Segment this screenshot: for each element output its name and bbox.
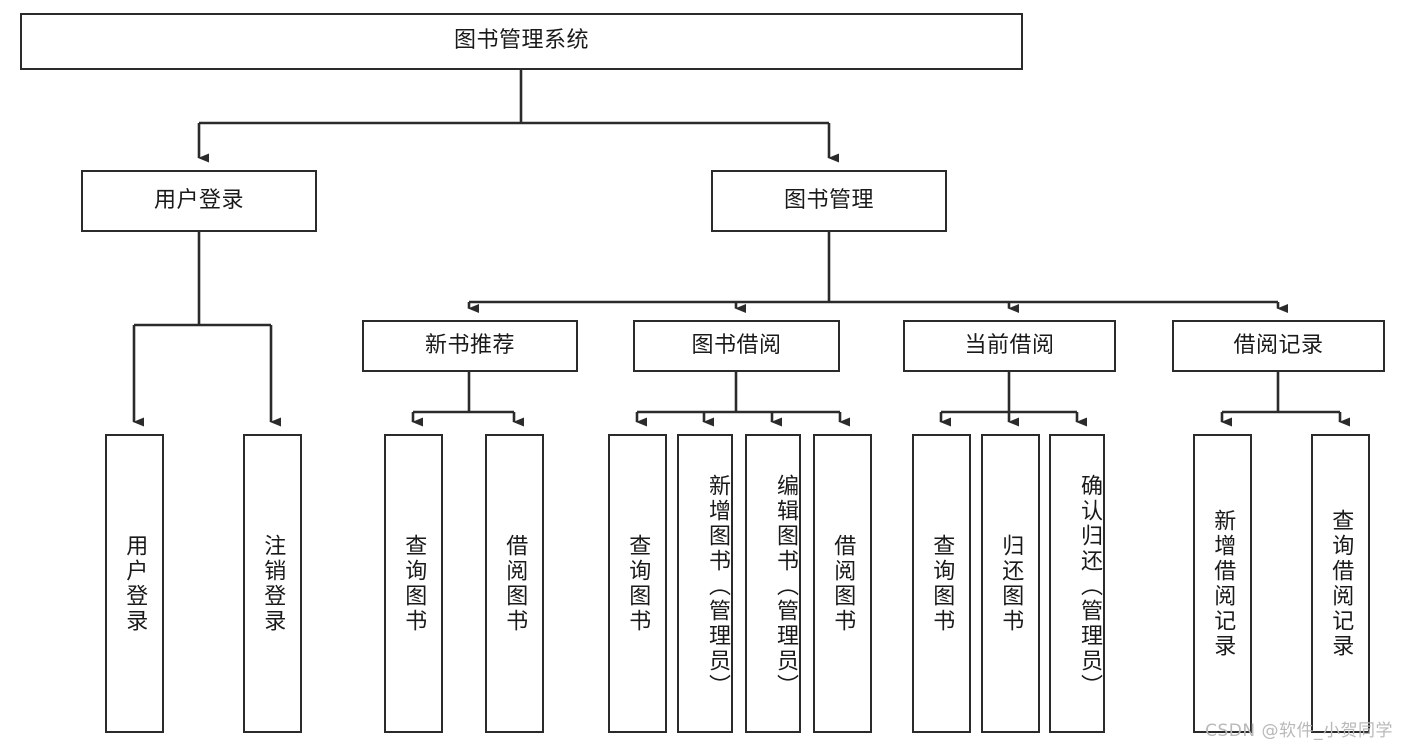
node-user-login[interactable]: 用户登录 [81,170,317,232]
node-book-management[interactable]: 图书管理 [711,170,947,232]
node-label: 图书管理 [783,187,874,213]
node-label: 查询借阅记录 [1328,508,1354,659]
leaf-borrow-record-add-record[interactable]: 新增借阅记录 [1193,434,1252,733]
node-label: 新书推荐 [424,332,515,358]
node-label: 归还图书 [998,533,1024,634]
node-new-book-recommendation[interactable]: 新书推荐 [362,320,578,372]
leaf-book-borrow-query-books[interactable]: 查询图书 [608,434,667,733]
node-label: 用户登录 [153,187,244,213]
node-label: 新增图书（管理员） [705,474,730,699]
node-label: 查询图书 [625,533,651,634]
leaf-user-login-signout[interactable]: 注销登录 [243,434,302,733]
node-label: 图书借阅 [691,332,782,358]
leaf-new-book-query-books[interactable]: 查询图书 [384,434,443,733]
node-label: 确认归还（管理员） [1077,474,1102,699]
leaf-user-login-signin[interactable]: 用户登录 [105,434,164,733]
node-label: 借阅图书 [830,533,856,634]
node-label: 新增借阅记录 [1210,508,1236,659]
leaf-current-borrow-query-books[interactable]: 查询图书 [912,434,971,733]
node-label: 查询图书 [401,533,427,634]
node-book-borrowing[interactable]: 图书借阅 [633,320,840,372]
node-label: 当前借阅 [964,332,1055,358]
node-label: 查询图书 [929,533,955,634]
leaf-current-borrow-return-books[interactable]: 归还图书 [981,434,1040,733]
node-label: 借阅记录 [1233,332,1324,358]
node-current-borrowing[interactable]: 当前借阅 [903,320,1116,372]
node-label: 编辑图书（管理员） [773,474,798,699]
node-label: 图书管理系统 [453,28,589,54]
node-label: 注销登录 [260,533,286,634]
node-borrowing-record[interactable]: 借阅记录 [1172,320,1385,372]
csdn-watermark: CSDN @软件_小贺同学 [1205,721,1393,741]
leaf-current-borrow-confirm-return-admin[interactable]: 确认归还（管理员） [1049,434,1105,733]
leaf-borrow-record-query-record[interactable]: 查询借阅记录 [1311,434,1370,733]
node-root-library-management-system[interactable]: 图书管理系统 [20,13,1023,70]
leaf-book-borrow-borrow-books[interactable]: 借阅图书 [813,434,872,733]
leaf-book-borrow-add-book-admin[interactable]: 新增图书（管理员） [677,434,733,733]
leaf-book-borrow-edit-book-admin[interactable]: 编辑图书（管理员） [745,434,801,733]
node-label: 借阅图书 [502,533,528,634]
node-label: 用户登录 [122,533,148,634]
leaf-new-book-borrow-books[interactable]: 借阅图书 [485,434,544,733]
